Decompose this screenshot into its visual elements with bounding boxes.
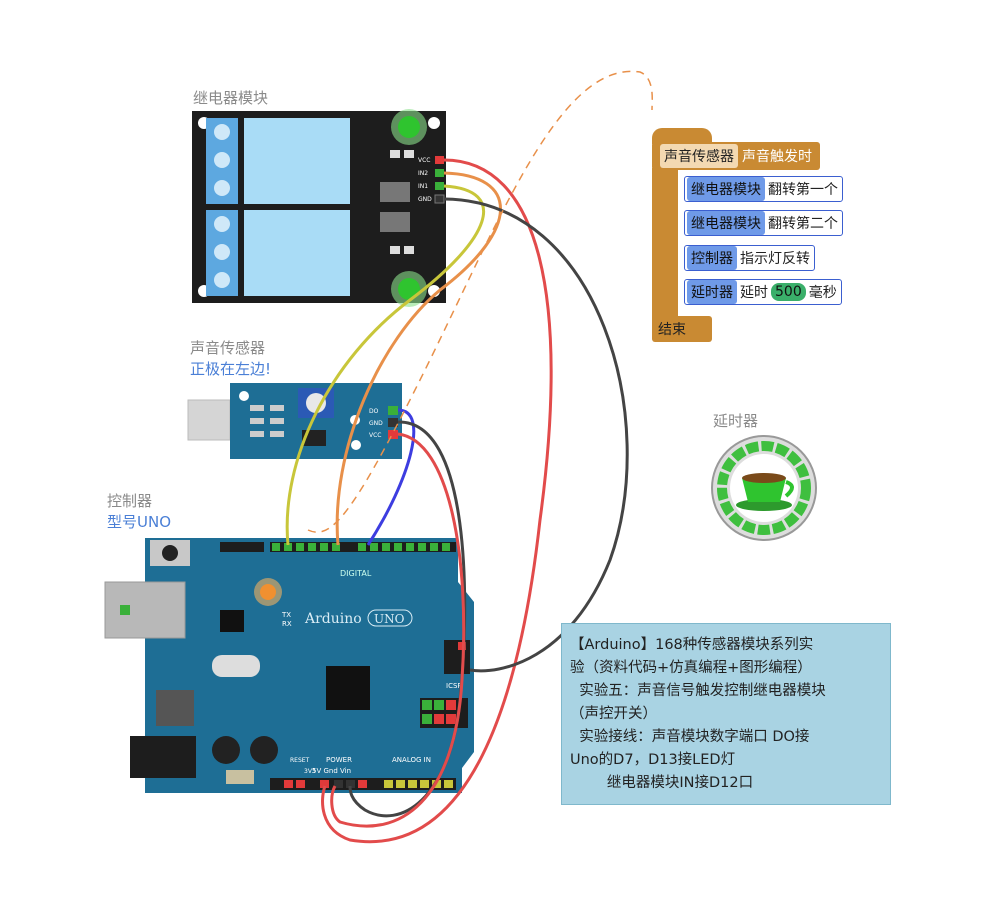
main-chip <box>326 666 370 710</box>
analog-label: ANALOG IN <box>392 756 431 764</box>
event-header[interactable]: 声音传感器 声音触发时 <box>652 142 820 170</box>
stmt1-text: 翻转第一个 <box>768 182 838 198</box>
sensor-note: 正极在左边! <box>190 360 272 378</box>
tx-label: TX <box>281 611 291 619</box>
event-tag: 声音传感器 <box>660 144 738 168</box>
relay-module[interactable]: VCC IN2 IN1 GND <box>192 109 446 307</box>
stmt4-tag: 延时器 <box>687 280 737 304</box>
stmt-relay-toggle-2[interactable]: 继电器模块 翻转第二个 <box>684 210 843 236</box>
stmt3-text: 指示灯反转 <box>740 251 810 267</box>
end-label: 结束 <box>658 322 686 338</box>
wire-dashed-d13 <box>307 70 653 533</box>
sensor-title: 声音传感器 <box>190 339 266 357</box>
power-label: POWER <box>326 756 352 764</box>
delay-value-input[interactable]: 500 <box>771 283 806 301</box>
controller-model: 型号UNO <box>107 513 172 531</box>
relay-pin-gnd: GND <box>418 196 432 203</box>
event-text: 声音触发时 <box>742 149 812 165</box>
stmt4-post: 毫秒 <box>808 285 837 301</box>
stmt2-tag: 继电器模块 <box>687 211 765 235</box>
stmt-relay-toggle-1[interactable]: 继电器模块 翻转第一个 <box>684 176 843 202</box>
power-pins-label: 5V Gnd Vin <box>312 767 351 775</box>
wire-orange-relay-in2 <box>335 171 502 546</box>
end-block: 结束 <box>652 316 712 342</box>
info-line-2: 验（资料代码+仿真编程+图形编程） <box>570 660 812 676</box>
info-line-4: （声控开关） <box>570 706 657 722</box>
rx-label: RX <box>282 620 292 628</box>
reset-label: RESET <box>290 757 310 764</box>
arduino-model: UNO <box>374 612 405 626</box>
timer-icon[interactable] <box>711 435 817 541</box>
stmt4-pre: 延时 <box>740 285 768 301</box>
info-line-5: 实验接线：声音模块数字端口 DO接 <box>570 729 810 745</box>
wire-red-sensor-vcc <box>330 432 466 828</box>
wire-black-relay-gnd <box>443 197 629 673</box>
relay-pin-in2: IN2 <box>418 170 428 177</box>
relay-pin-in1: IN1 <box>418 183 428 190</box>
potentiometer[interactable] <box>306 393 326 413</box>
stmt-delay[interactable]: 延时器 延时 500 毫秒 <box>684 279 842 305</box>
info-line-1: 【Arduino】168种传感器模块系列实 <box>570 637 814 653</box>
stmt2-text: 翻转第二个 <box>768 216 838 232</box>
microphone <box>187 399 231 441</box>
power-jack <box>130 736 196 778</box>
relay-pin-vcc: VCC <box>418 157 430 164</box>
info-line-7: 继电器模块IN接D12口 <box>570 775 754 791</box>
wire-blue-sensor-do <box>366 408 416 546</box>
arduino-uno-board[interactable]: DIGITAL Arduino UNO TX RX ICSP POWER ANA… <box>104 538 474 793</box>
sensor-pin-gnd: GND <box>369 420 383 427</box>
timer-title: 延时器 <box>713 412 759 430</box>
controller-title: 控制器 <box>107 492 153 510</box>
usb-port <box>104 581 186 639</box>
icsp-label: ICSP <box>446 682 462 690</box>
v33-label: 3V3 <box>304 768 316 775</box>
info-line-6: Uno的D7，D13接LED灯 <box>570 752 736 768</box>
sound-trigger-event-block[interactable]: 声音传感器 声音触发时 继电器模块 翻转第一个 继电器模块 翻转第二个 控制器 … <box>652 128 854 343</box>
stmt3-tag: 控制器 <box>687 246 737 270</box>
sound-sensor[interactable]: DO GND VCC <box>187 383 402 459</box>
sensor-pin-do: DO <box>369 408 379 415</box>
info-line-3: 实验五：声音信号触发控制继电器模块 <box>570 683 826 699</box>
experiment-info-box: 【Arduino】168种传感器模块系列实 验（资料代码+仿真编程+图形编程） … <box>561 623 891 805</box>
arduino-brand: Arduino <box>304 611 362 627</box>
relay-title: 继电器模块 <box>193 89 269 107</box>
digital-label: DIGITAL <box>340 569 372 578</box>
stmt-led-toggle[interactable]: 控制器 指示灯反转 <box>684 245 815 271</box>
sensor-pin-vcc: VCC <box>369 432 381 439</box>
stmt1-tag: 继电器模块 <box>687 177 765 201</box>
wires <box>285 70 653 844</box>
